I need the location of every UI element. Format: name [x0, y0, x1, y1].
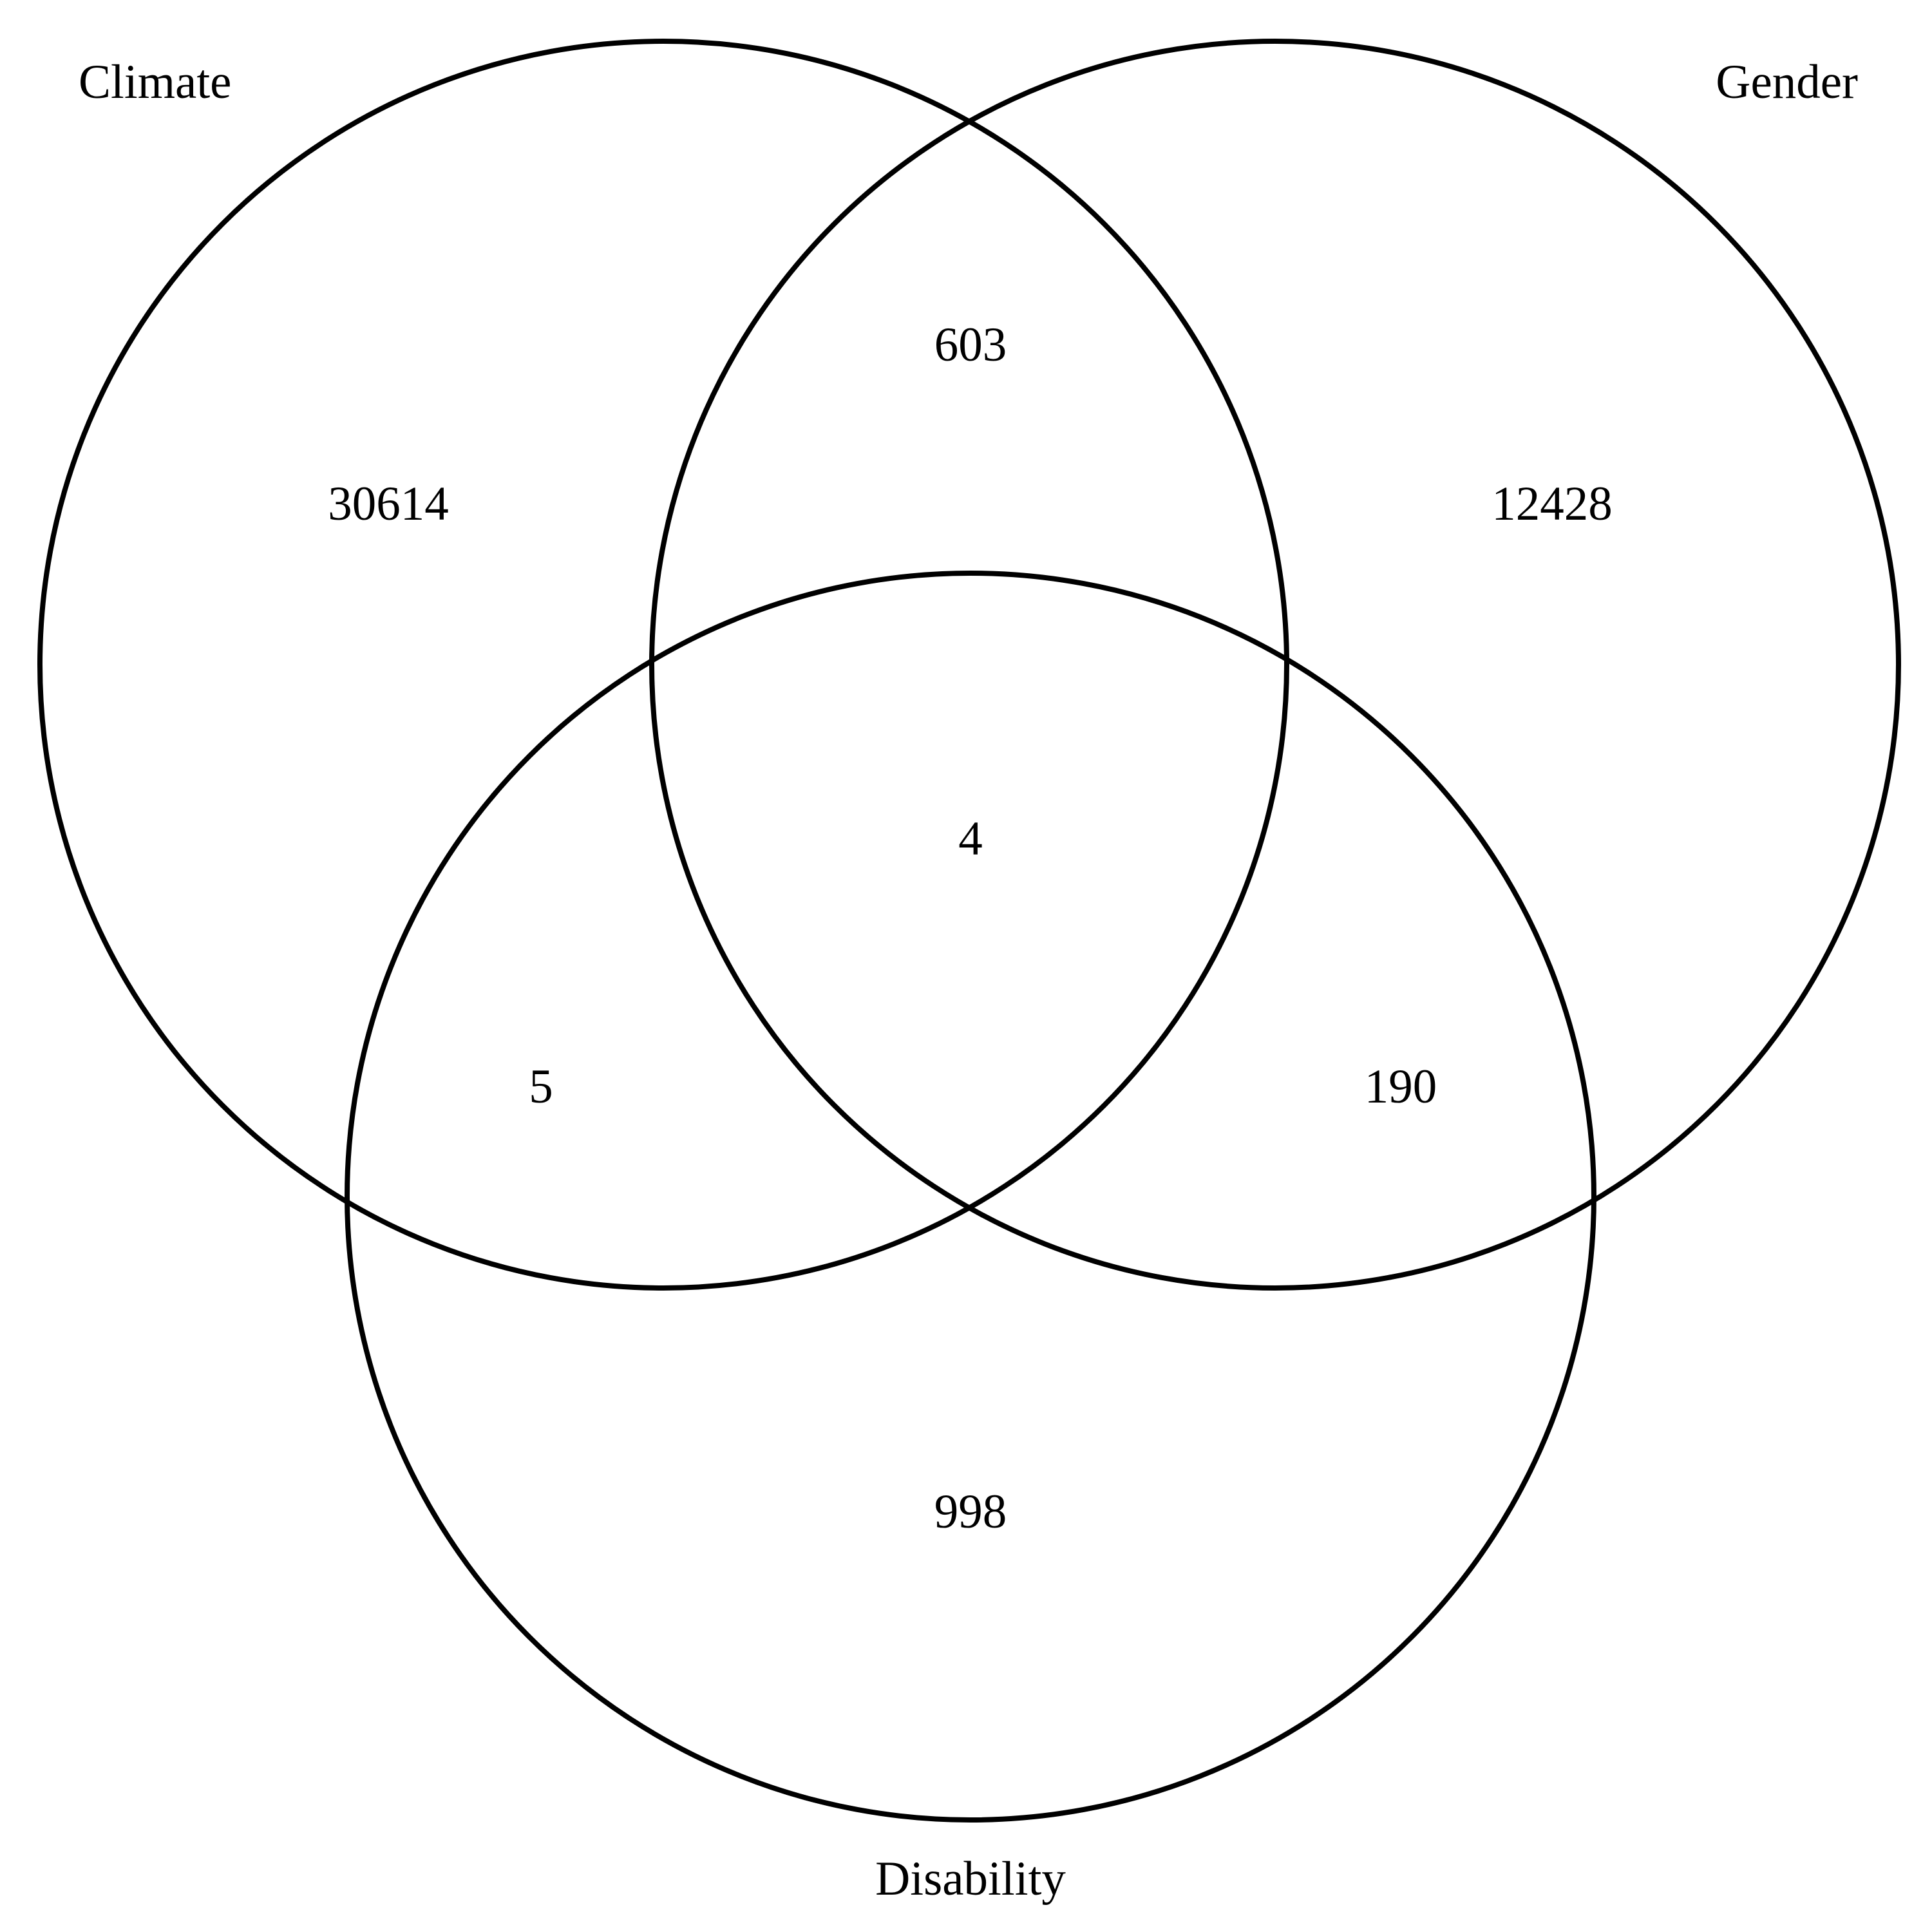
set-label-gender: Gender	[1716, 55, 1858, 109]
region-count-climate-disability: 5	[529, 1060, 553, 1113]
set-label-climate: Climate	[79, 55, 231, 109]
region-count-climate-gender: 603	[934, 318, 1007, 372]
set-label-disability: Disability	[875, 1852, 1066, 1906]
region-count-climate-only: 30614	[328, 477, 449, 531]
region-count-gender-disability: 190	[1365, 1060, 1437, 1113]
circle-climate	[37, 39, 1289, 1291]
region-count-gender-only: 12428	[1492, 477, 1613, 531]
circle-gender	[649, 39, 1901, 1291]
region-count-all-three: 4	[958, 812, 983, 866]
circle-disability	[345, 571, 1596, 1823]
region-count-disability-only: 998	[934, 1485, 1007, 1539]
